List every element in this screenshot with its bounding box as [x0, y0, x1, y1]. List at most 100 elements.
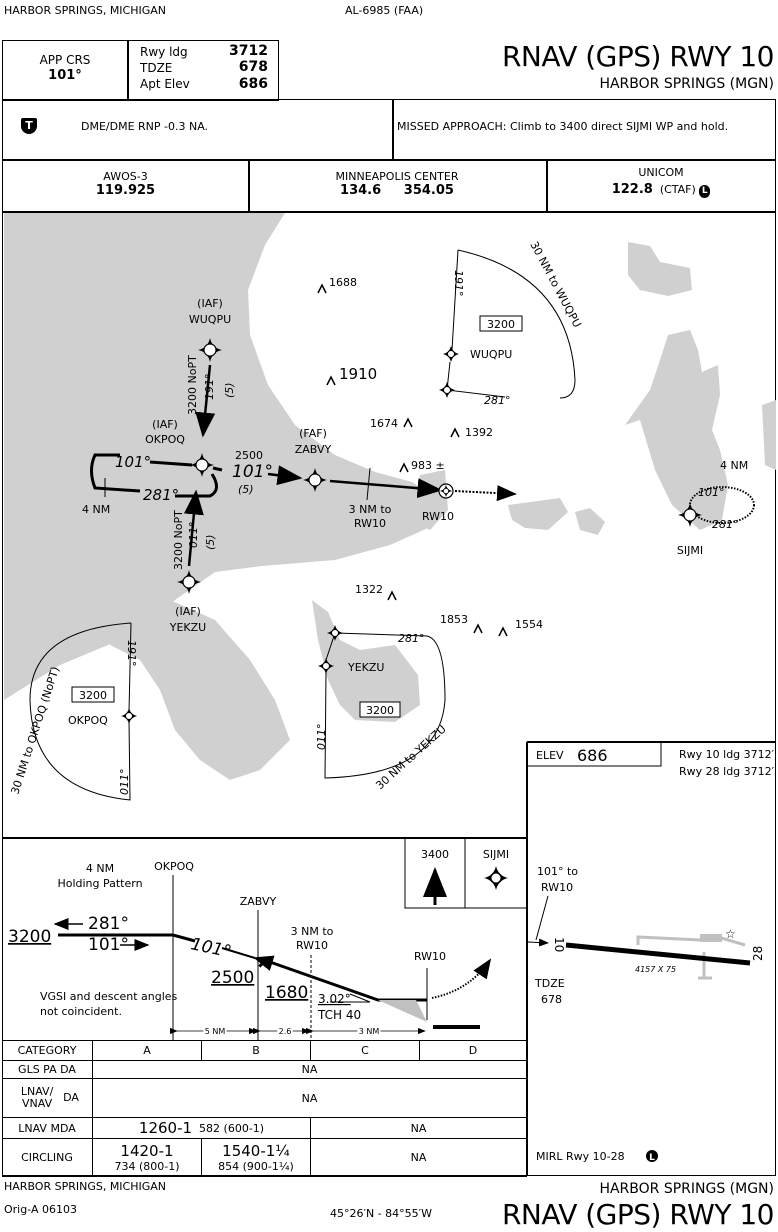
obstacle-elev: 1688: [329, 276, 357, 289]
taa-sr-fix: YEKZU: [347, 661, 384, 674]
taa-sl-alt: 3200: [79, 689, 107, 702]
circling-cd: NA: [311, 1139, 527, 1177]
footer-airport: HARBOR SPRINGS (MGN): [599, 1181, 774, 1197]
gls-value: NA: [93, 1061, 527, 1079]
hold-label-2: Holding Pattern: [57, 877, 142, 890]
category-a: A: [93, 1041, 202, 1061]
taa-corner-icon: [438, 381, 456, 399]
taa-north-crs-out: 281°: [484, 394, 511, 407]
comm-unicom: UNICOM 122.8 (CTAF) L: [546, 166, 776, 198]
comm-freq: 134.6 354.05: [340, 183, 454, 198]
missed-fix: SIJMI: [483, 848, 509, 861]
profile-alt-2500: 2500: [211, 968, 254, 988]
app-crs-label: APP CRS: [39, 53, 91, 67]
taa-sr-crs-out: 011°: [315, 724, 328, 751]
chart-location: HARBOR SPRINGS, MICHIGAN: [4, 4, 167, 17]
vgsi-note: VGSI and descent angles: [40, 990, 178, 1003]
circling-a-main: 1420-1: [120, 1141, 174, 1160]
hold-length: 4 NM: [82, 503, 110, 516]
profile-alt-3200: 3200: [8, 927, 51, 947]
missed-hold-out: 281°: [712, 518, 739, 531]
category-header: CATEGORY: [2, 1041, 93, 1061]
north-leg-crs: 191°: [203, 374, 216, 401]
lnav-vnav-label-text: LNAV/ VNAV: [20, 1085, 54, 1110]
profile-crs-final: 101°: [189, 934, 233, 962]
okpoq-label: OKPOQ: [145, 433, 185, 446]
airport-name: HARBOR SPRINGS (MGN): [599, 76, 774, 92]
circling-b-main: 1540-1¼: [222, 1141, 290, 1160]
rwy-ldg-label: Rwy ldg: [140, 45, 188, 59]
comm-center: MINNEAPOLIS CENTER 134.6 354.05: [248, 170, 546, 198]
south-leg-crs: 011°: [187, 522, 200, 549]
rwy28-length: Rwy 28 ldg 3712′: [679, 765, 775, 778]
profile-tch: TCH 40: [317, 1008, 361, 1022]
obstacle-elev: 1674: [370, 417, 398, 430]
profile-3nm-2: RW10: [296, 939, 328, 952]
comm-awos: AWOS-3 119.925: [3, 170, 248, 198]
footer-location: HARBOR SPRINGS, MICHIGAN: [4, 1180, 167, 1193]
hold-inbound-crs: 101°: [115, 453, 151, 471]
obstacle-elev: 1322: [355, 583, 383, 596]
chart-title: RNAV (GPS) RWY 10: [501, 40, 775, 73]
rw10-label: RW10: [422, 510, 454, 523]
profile-dist-2: 2.6: [279, 1027, 292, 1036]
comm-name: MINNEAPOLIS CENTER: [335, 170, 459, 183]
missed-hold-in: 101°: [698, 486, 725, 499]
taa-sr-crs-in: 281°: [398, 632, 425, 645]
profile-gpa: 3.02°: [318, 992, 351, 1006]
taa-sl-fix: OKPOQ: [68, 714, 108, 727]
takeoff-minimums-icon: T: [21, 118, 37, 134]
pilot-controlled-lighting-icon: L: [699, 185, 711, 198]
taa-wuqpu-icon: [442, 345, 460, 363]
sketch-tdze-value: 678: [541, 993, 562, 1006]
apt-elev-label: Apt Elev: [140, 77, 190, 91]
vgsi-note-2: not coincident.: [40, 1005, 122, 1018]
lnav-ab-sub: 582 (600-1): [199, 1121, 265, 1135]
final-crs: 101°: [232, 462, 273, 482]
zabvy-label: ZABVY: [295, 443, 332, 456]
profile-crs-out: 281°: [88, 914, 129, 934]
rnp-note: DME/DME RNP -0.3 NA.: [81, 120, 209, 133]
taa-sl-crs-in: 191°: [125, 640, 138, 667]
island-small-1: [508, 498, 568, 530]
wuqpu-iaf-label: (IAF): [197, 297, 223, 310]
runway-waypoint-icon[interactable]: [438, 483, 454, 499]
gls-label: GLS PA DA: [2, 1061, 93, 1079]
north-leg-dist: (5): [223, 382, 236, 398]
hold-outbound-crs: 281°: [143, 486, 179, 504]
runway-data-box: Rwy ldg 3712 TDZE 678 Apt Elev 686: [127, 40, 279, 101]
missed-hold-len: 4 NM: [720, 459, 748, 472]
lnav-vnav-value: NA: [93, 1079, 527, 1118]
profile-alt-1680: 1680: [265, 983, 308, 1003]
category-b: B: [202, 1041, 311, 1061]
lnav-ab-main: 1260-1: [138, 1119, 193, 1137]
rwy-10-number: 10: [552, 937, 566, 952]
lnav-cd: NA: [311, 1118, 527, 1139]
profile-3nm: 3 NM to: [291, 925, 334, 938]
water-areas: [4, 213, 776, 780]
comm-name: AWOS-3: [103, 170, 148, 183]
taa-okpoq-icon: [120, 707, 138, 725]
island-east-edge: [762, 400, 776, 470]
app-crs-box: APP CRS 101°: [2, 40, 129, 101]
taa-north-fix: WUQPU: [470, 348, 512, 361]
obstacle-elev: 1392: [465, 426, 493, 439]
taa-north-crs-in: 191°: [452, 270, 465, 297]
approach-routes: [29, 249, 755, 801]
lighting-icon: L: [649, 1153, 655, 1163]
lnav-vnav-da: DA: [63, 1091, 79, 1104]
airport-sketch: ELEV 686 Rwy 10 ldg 3712′ Rwy 28 ldg 371…: [526, 741, 775, 1163]
elev-value: 686: [577, 746, 608, 765]
profile-dist-3: 3 NM: [359, 1027, 380, 1036]
tdze-value: 678: [238, 59, 268, 75]
south-leg-alt: 3200 NoPT: [172, 510, 185, 570]
beacon-icon: ☆: [725, 927, 736, 941]
north-leg-alt: 3200 NoPT: [186, 355, 199, 415]
obstacle-elev: 1554: [515, 618, 543, 631]
lnav-vnav-label: LNAV/ VNAV DA: [2, 1079, 93, 1118]
circling-b-sub: 854 (900-1¼): [218, 1159, 294, 1173]
taa-north-arc: 30 NM to WUQPU: [527, 239, 583, 329]
island-east: [625, 330, 728, 530]
profile-crs-in: 101°: [88, 935, 129, 955]
